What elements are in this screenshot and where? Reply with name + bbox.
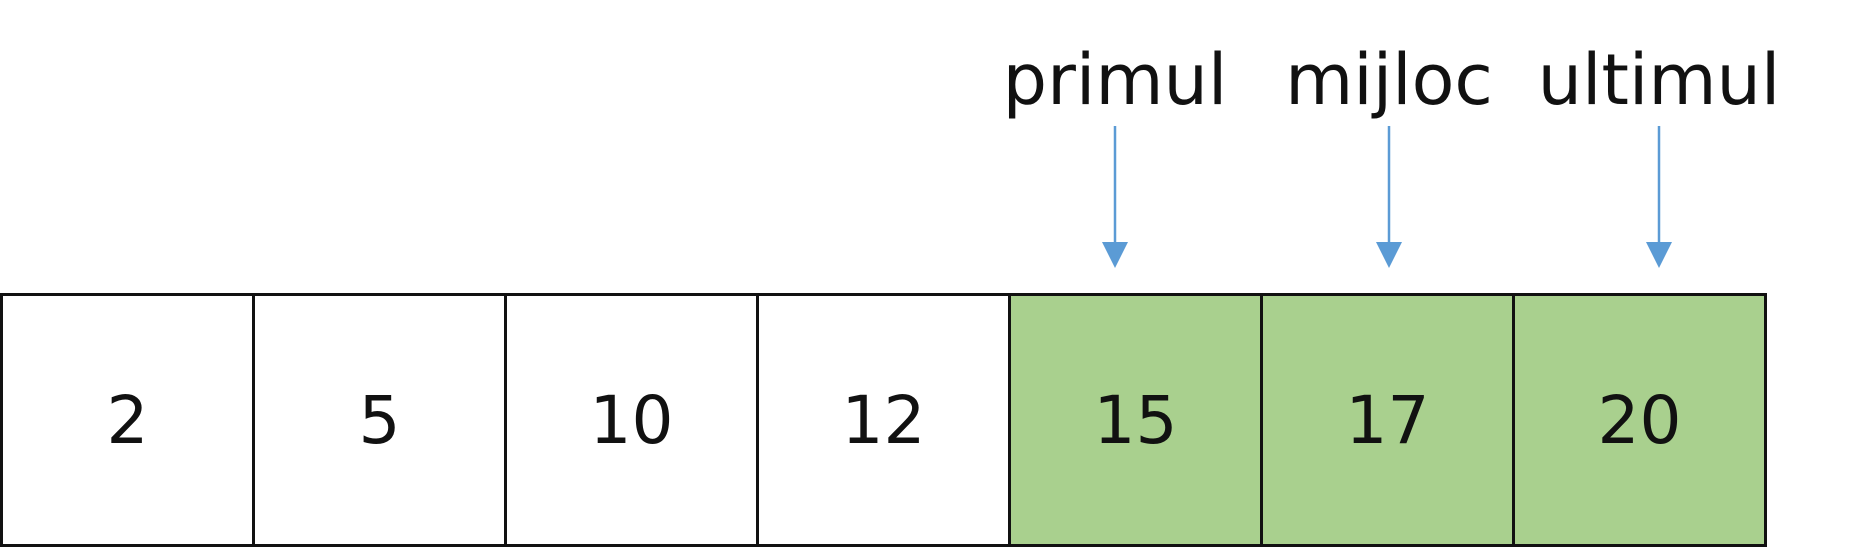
array-cell-highlighted: 20 xyxy=(1512,293,1767,547)
pointer-label-ultimul: ultimul xyxy=(1537,39,1781,121)
array-cell-highlighted: 17 xyxy=(1260,293,1515,547)
pointer-primul: primul xyxy=(985,40,1245,270)
pointer-label-mijloc: mijloc xyxy=(1285,39,1493,121)
array-cell: 10 xyxy=(504,293,759,547)
array-cell: 5 xyxy=(252,293,507,547)
down-arrow-icon xyxy=(1102,126,1128,268)
array-cell-highlighted: 15 xyxy=(1008,293,1263,547)
array-cell: 2 xyxy=(0,293,255,547)
down-arrow-icon xyxy=(1376,126,1402,268)
pointer-ultimul: ultimul xyxy=(1529,40,1789,270)
array-cell: 12 xyxy=(756,293,1011,547)
pointer-label-primul: primul xyxy=(1002,39,1228,121)
down-arrow-icon xyxy=(1646,126,1672,268)
pointer-mijloc: mijloc xyxy=(1259,40,1519,270)
array-row: 2 5 10 12 15 17 20 xyxy=(0,293,1786,547)
